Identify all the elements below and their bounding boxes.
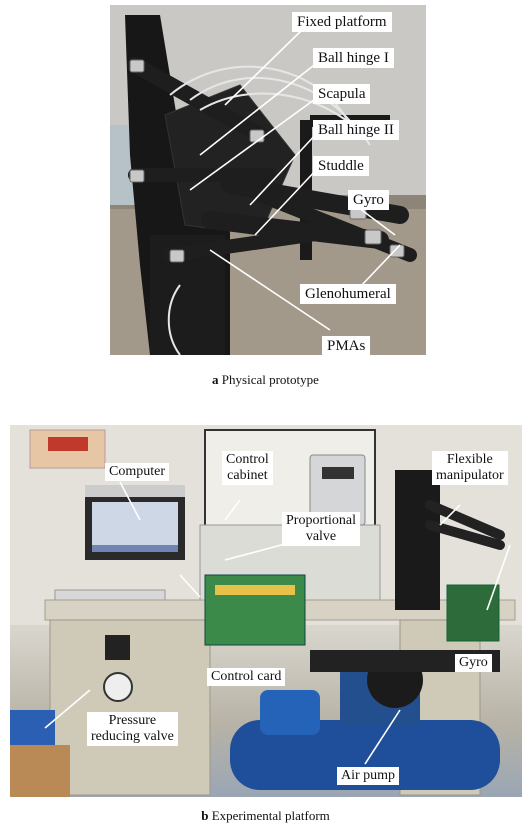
platform-photo — [10, 425, 522, 797]
leader-lines-a — [189, 29, 401, 331]
label-computer: Computer — [105, 463, 169, 481]
label-scapula: Scapula — [313, 84, 371, 104]
caption-b-letter: b — [201, 808, 209, 823]
label-studdle: Studdle — [313, 156, 369, 176]
label-flexible-manipulator: Flexible manipulator — [432, 451, 508, 485]
caption-a: a Physical prototype — [0, 372, 531, 388]
label-ball-hinge-1: Ball hinge I — [313, 48, 394, 68]
prototype-illustration — [110, 5, 426, 355]
label-control-card: Control card — [207, 668, 286, 686]
platform-illustration — [10, 425, 522, 797]
label-fixed-platform: Fixed platform — [292, 12, 392, 32]
label-glenohumeral: Glenohumeral — [300, 284, 396, 304]
label-gyro-b: Gyro — [455, 654, 492, 672]
label-ball-hinge-2: Ball hinge II — [313, 120, 399, 140]
label-proportional-valve: Proportional valve — [282, 512, 360, 546]
label-air-pump: Air pump — [337, 767, 400, 785]
label-pmas: PMAs — [322, 336, 371, 356]
label-control-cabinet: Control cabinet — [222, 451, 273, 485]
caption-a-letter: a — [212, 372, 219, 387]
label-pressure-reducing-valve: Pressure reducing valve — [87, 712, 178, 746]
caption-b: b Experimental platform — [0, 808, 531, 824]
caption-b-text: Experimental platform — [211, 808, 330, 823]
label-gyro-a: Gyro — [348, 190, 389, 210]
caption-a-text: Physical prototype — [221, 372, 319, 387]
